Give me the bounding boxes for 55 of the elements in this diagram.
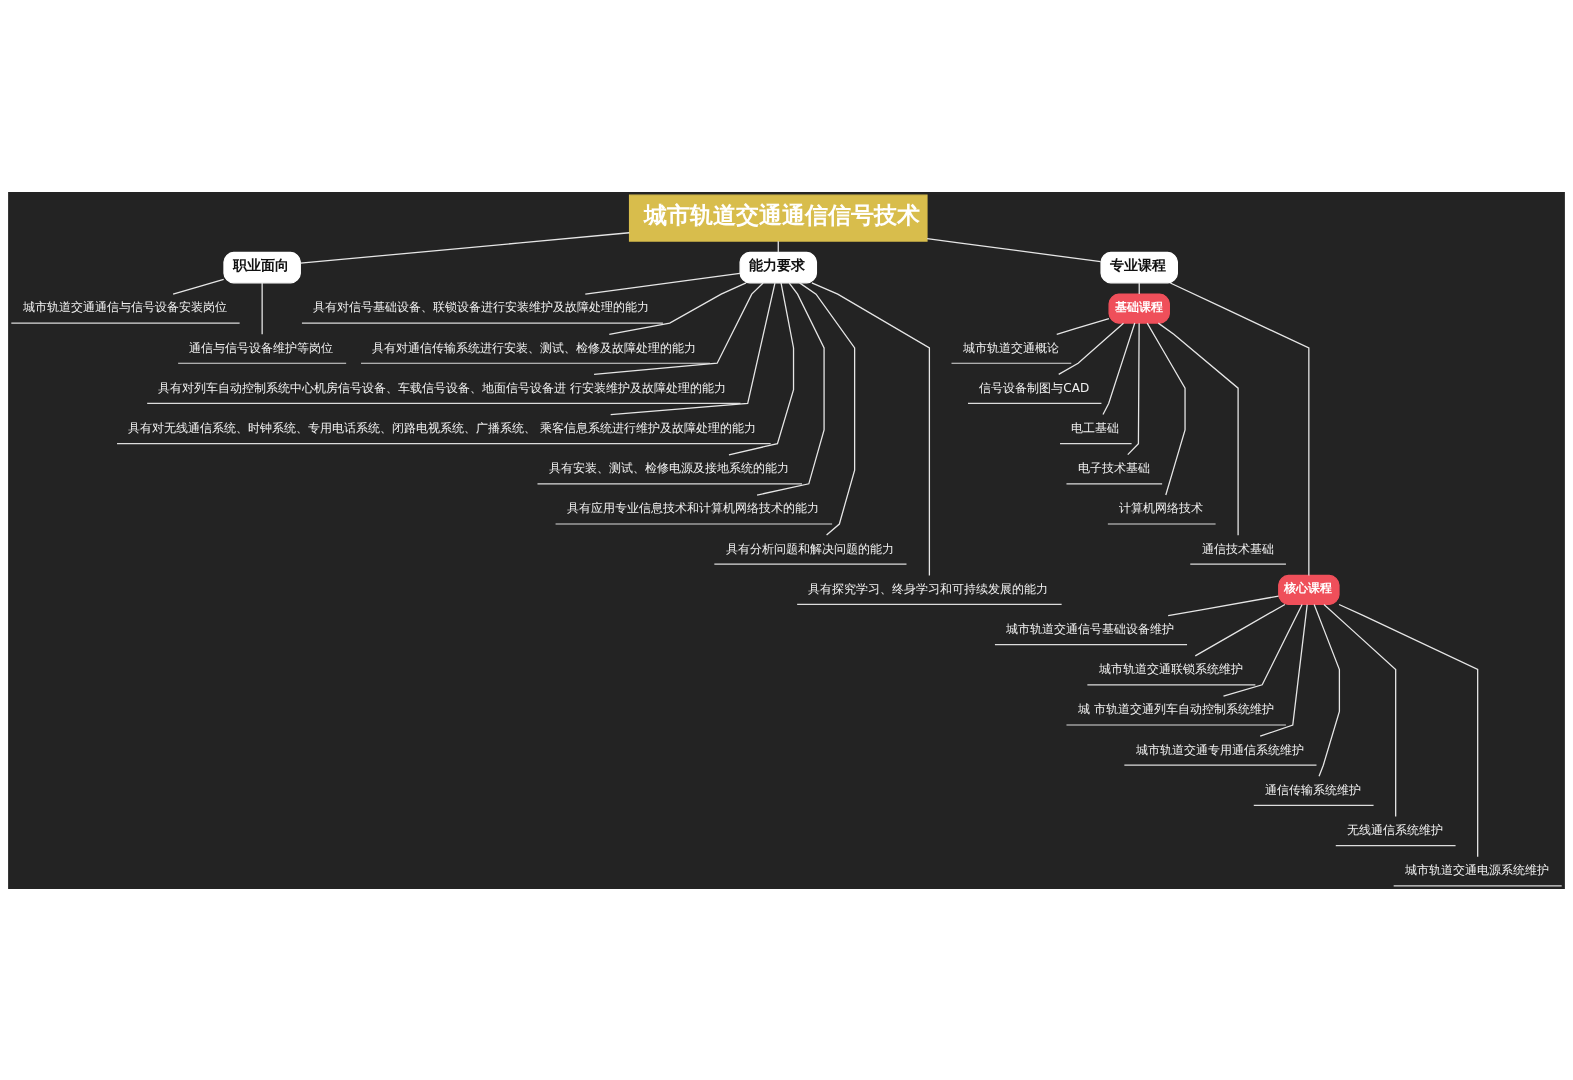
connector (610, 281, 776, 415)
connector (593, 281, 764, 375)
node-text: 城市轨道交通电源系统维护 (1404, 862, 1549, 877)
node-text: 具有应用专业信息技术和计算机网络技术的能力 (566, 500, 819, 515)
node-box: 专业课程 (1100, 251, 1178, 283)
node-text: 通信传输系统维护 (1265, 782, 1362, 797)
connector (1058, 322, 1125, 375)
node-text: 通信与信号设备维护等岗位 (189, 340, 334, 355)
connector (811, 281, 931, 576)
node-text: 具有分析问题和解决问题的能力 (725, 541, 894, 556)
node-text: 信号设备制图与CAD (979, 380, 1090, 395)
connector (1194, 603, 1286, 656)
connector (1169, 281, 1310, 576)
node-text: 计算机网络技术 (1119, 500, 1204, 515)
node-box: 基础课程 (1108, 293, 1170, 324)
node-box: 城市轨道交通通信信号技术 (628, 194, 928, 242)
connector (1338, 603, 1479, 857)
connector (584, 272, 741, 295)
connector (608, 281, 747, 335)
connector (1157, 322, 1239, 536)
connector (1127, 322, 1140, 455)
node-box: 职业面向 (223, 251, 301, 283)
connector (1222, 603, 1303, 697)
node-text: 城市轨道交通联锁系统维护 (1098, 661, 1243, 676)
node-text: 具有对通信传输系统进行安装、测试、检修及故障处理的能力 (372, 340, 697, 355)
node-text: 电工基础 (1071, 420, 1120, 435)
node-text: 城 市轨道交通列车自动控制系统维护 (1077, 701, 1274, 716)
node-text: 通信技术基础 (1201, 541, 1274, 556)
connector (728, 281, 795, 455)
connector (1146, 321, 1186, 496)
connector (299, 231, 630, 264)
node-text: 城市轨道交通信号基础设备维护 (1006, 621, 1175, 636)
connector (1313, 603, 1341, 777)
node-text: 具有探究学习、终身学习和可持续发展的能力 (808, 581, 1049, 596)
node-box: 能力要求 (739, 251, 818, 283)
node-text: 具有对列车自动控制系统中心机房信号设备、车载信号设备、地面信号设备进 行安装维护及故障处理的能力 (158, 380, 727, 395)
connector (1056, 317, 1110, 335)
node-text: 具有对信号基础设备、联锁设备进行安装维护及故障处理的能力 (313, 299, 650, 314)
node-text: 城市轨道交通专用通信系统维护 (1135, 742, 1304, 757)
node-text: 城市轨道交通概论 (962, 340, 1059, 355)
connector (261, 281, 263, 335)
node-text: 无线通信系统维护 (1347, 822, 1444, 837)
connector (1323, 603, 1397, 817)
node-text: 具有安装、测试、检修电源及接地系统的能力 (548, 460, 789, 475)
node-text: 城市轨道交通通信与信号设备安装岗位 (22, 299, 227, 314)
node-text: 电子技术基础 (1077, 460, 1150, 475)
connector (1259, 603, 1308, 737)
connector (756, 281, 825, 496)
connector (926, 237, 1102, 262)
connector (1102, 321, 1136, 415)
node-box: 核心课程 (1278, 574, 1340, 605)
connector (172, 278, 225, 295)
connector (798, 281, 856, 536)
node-text: 具有对无线通信系统、时钟系统、专用电话系统、闭路电视系统、广播系统、 乘客信息系统进行维护及故障处理的能力 (128, 420, 757, 435)
connector (1167, 594, 1280, 616)
